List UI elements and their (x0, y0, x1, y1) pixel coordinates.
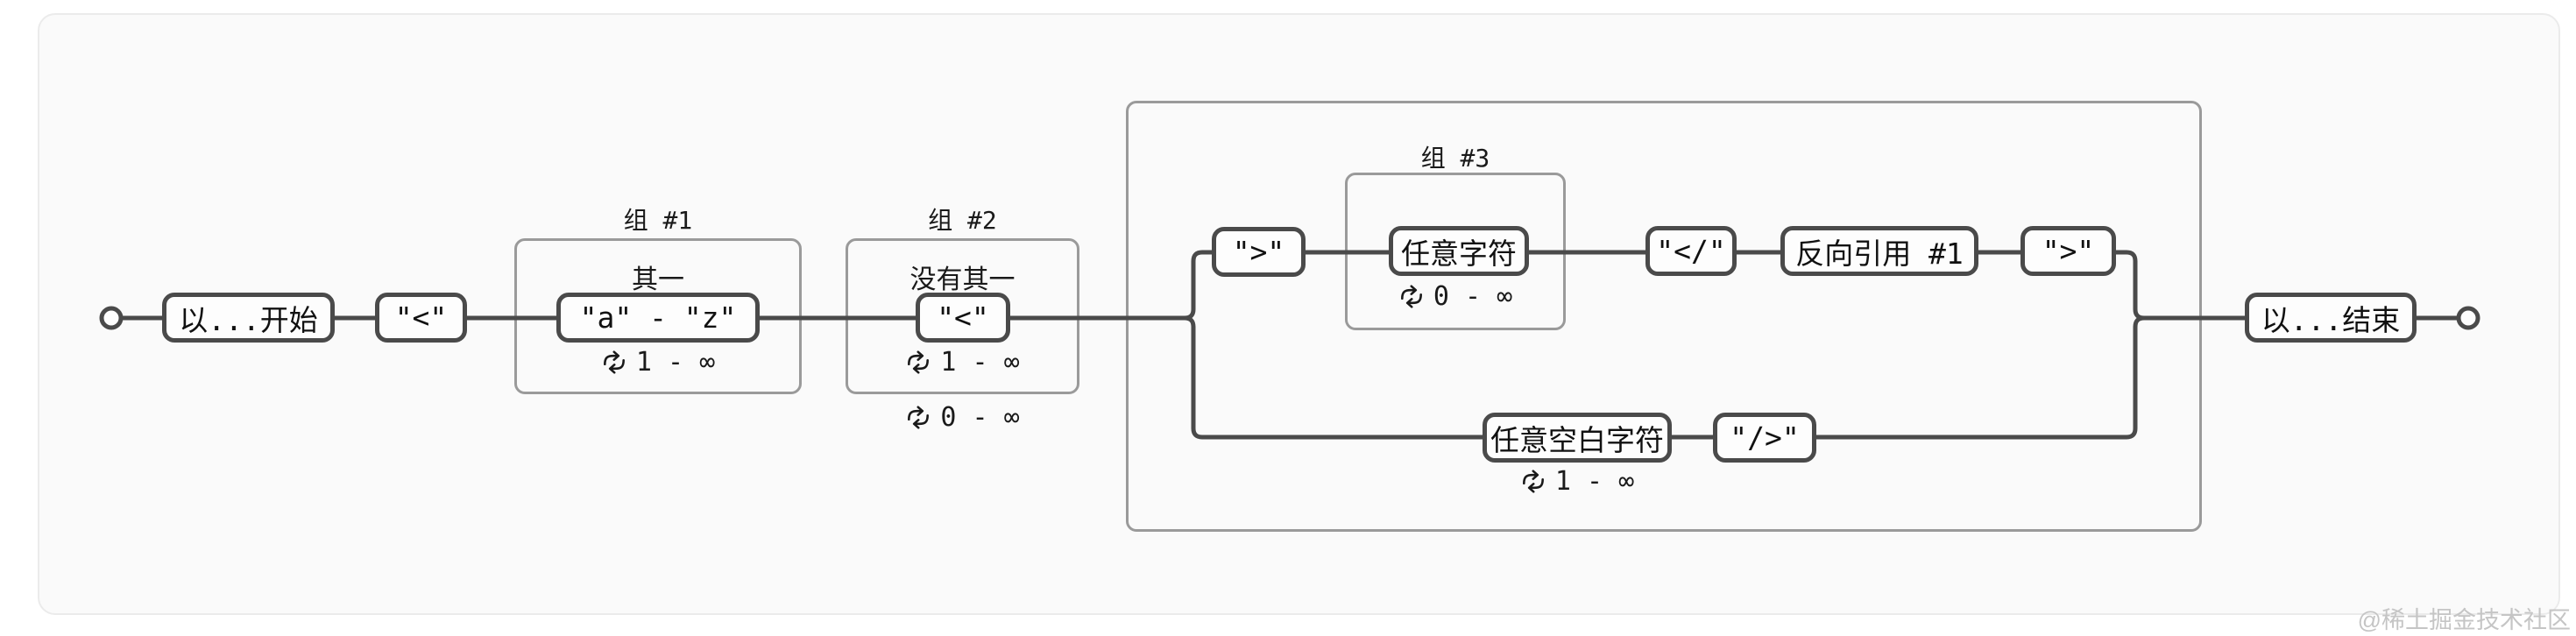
group-3-repeat-text: 0 - ∞ (1433, 281, 1513, 312)
whitespace-repeat-caption: 1 - ∞ (1483, 466, 1672, 497)
repeat-icon (908, 350, 930, 374)
literal-self-close-node[interactable]: "/>" (1713, 413, 1816, 463)
literal-gt-node[interactable]: ">" (1212, 227, 1306, 277)
whitespace-repeat-text: 1 - ∞ (1554, 466, 1635, 497)
group-1-repeat-caption: 1 - ∞ (514, 347, 802, 378)
repeat-icon (603, 350, 625, 374)
literal-gt-2-node[interactable]: ">" (2020, 226, 2116, 276)
any-character-node[interactable]: 任意字符 (1389, 226, 1529, 276)
group-2-outer-repeat-caption: 0 - ∞ (846, 402, 1079, 433)
char-range-node[interactable]: "a" - "z" (556, 293, 760, 343)
group-2-outer-repeat-text: 0 - ∞ (940, 402, 1020, 433)
watermark: @稀土掘金技术社区 (2357, 607, 2571, 633)
group-1-repeat-text: 1 - ∞ (635, 347, 716, 378)
group-1-title: 组 #1 (623, 206, 693, 235)
backreference-node[interactable]: 反向引用 #1 (1780, 226, 1978, 276)
group-2-repeat-text: 1 - ∞ (940, 347, 1020, 378)
group-2-title: 组 #2 (928, 206, 997, 235)
group-1-subtitle: 其一 (632, 265, 684, 295)
whitespace-node[interactable]: 任意空白字符 (1483, 413, 1672, 463)
literal-lt-node[interactable]: "<" (375, 293, 467, 343)
end-anchor-node[interactable]: 以...结束 (2245, 293, 2417, 343)
negated-literal-lt-node[interactable]: "<" (916, 293, 1010, 343)
start-anchor-node[interactable]: 以...开始 (162, 293, 335, 343)
repeat-icon (908, 406, 930, 429)
literal-close-open-node[interactable]: "</" (1645, 226, 1737, 276)
group-2-repeat-caption: 1 - ∞ (846, 347, 1079, 378)
repeat-icon (1522, 470, 1544, 493)
group-2-subtitle: 没有其一 (909, 265, 1016, 295)
group-3-repeat-caption: 0 - ∞ (1345, 281, 1566, 312)
repeat-icon (1400, 285, 1422, 308)
group-3-title: 组 #3 (1420, 144, 1490, 173)
